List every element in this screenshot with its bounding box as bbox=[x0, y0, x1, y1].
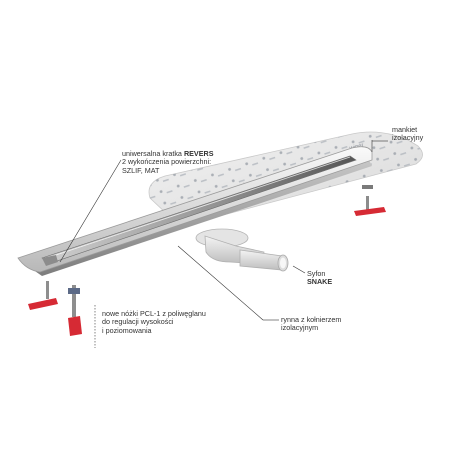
label-grate-bold: REVERS bbox=[183, 149, 214, 158]
left-foot-front bbox=[68, 285, 82, 336]
label-grate-line1: uniwersalna kratka bbox=[122, 149, 184, 158]
label-feet-line3: i poziomowania bbox=[102, 325, 152, 335]
right-foot bbox=[354, 185, 386, 216]
drain-channel bbox=[17, 146, 373, 276]
label-feet-line2: do regulacji wysokości bbox=[102, 317, 174, 327]
label-siphon-line1: Syfon bbox=[307, 269, 326, 278]
label-channel-line1: rynna z kołnierzem bbox=[281, 315, 342, 324]
left-foot-back bbox=[28, 281, 58, 310]
label-feet: nowe nóżki PCL-1 z poliwęglanu do regula… bbox=[102, 309, 206, 335]
label-collar: mankiet izolacyjny bbox=[392, 125, 424, 143]
label-channel: rynna z kołnierzem izolacyjnym bbox=[281, 315, 342, 333]
label-collar-line1: mankiet bbox=[392, 125, 418, 134]
siphon-snake bbox=[195, 228, 289, 272]
label-grate-line2: 2 wykończenia powierzchni: bbox=[122, 157, 212, 167]
label-grate-line3: SZLIF, MAT bbox=[122, 165, 160, 175]
label-collar-line2: izolacyjny bbox=[392, 133, 424, 143]
label-siphon: Syfon SNAKE bbox=[307, 269, 333, 287]
label-grate: uniwersalna kratka REVERS 2 wykończenia … bbox=[122, 149, 214, 175]
leader-lines bbox=[59, 140, 388, 348]
label-channel-line2: izolacyjnym bbox=[281, 323, 319, 333]
label-feet-line1: nowe nóżki PCL-1 z poliwęglanu bbox=[102, 309, 206, 318]
label-siphon-line2: SNAKE bbox=[307, 277, 333, 287]
